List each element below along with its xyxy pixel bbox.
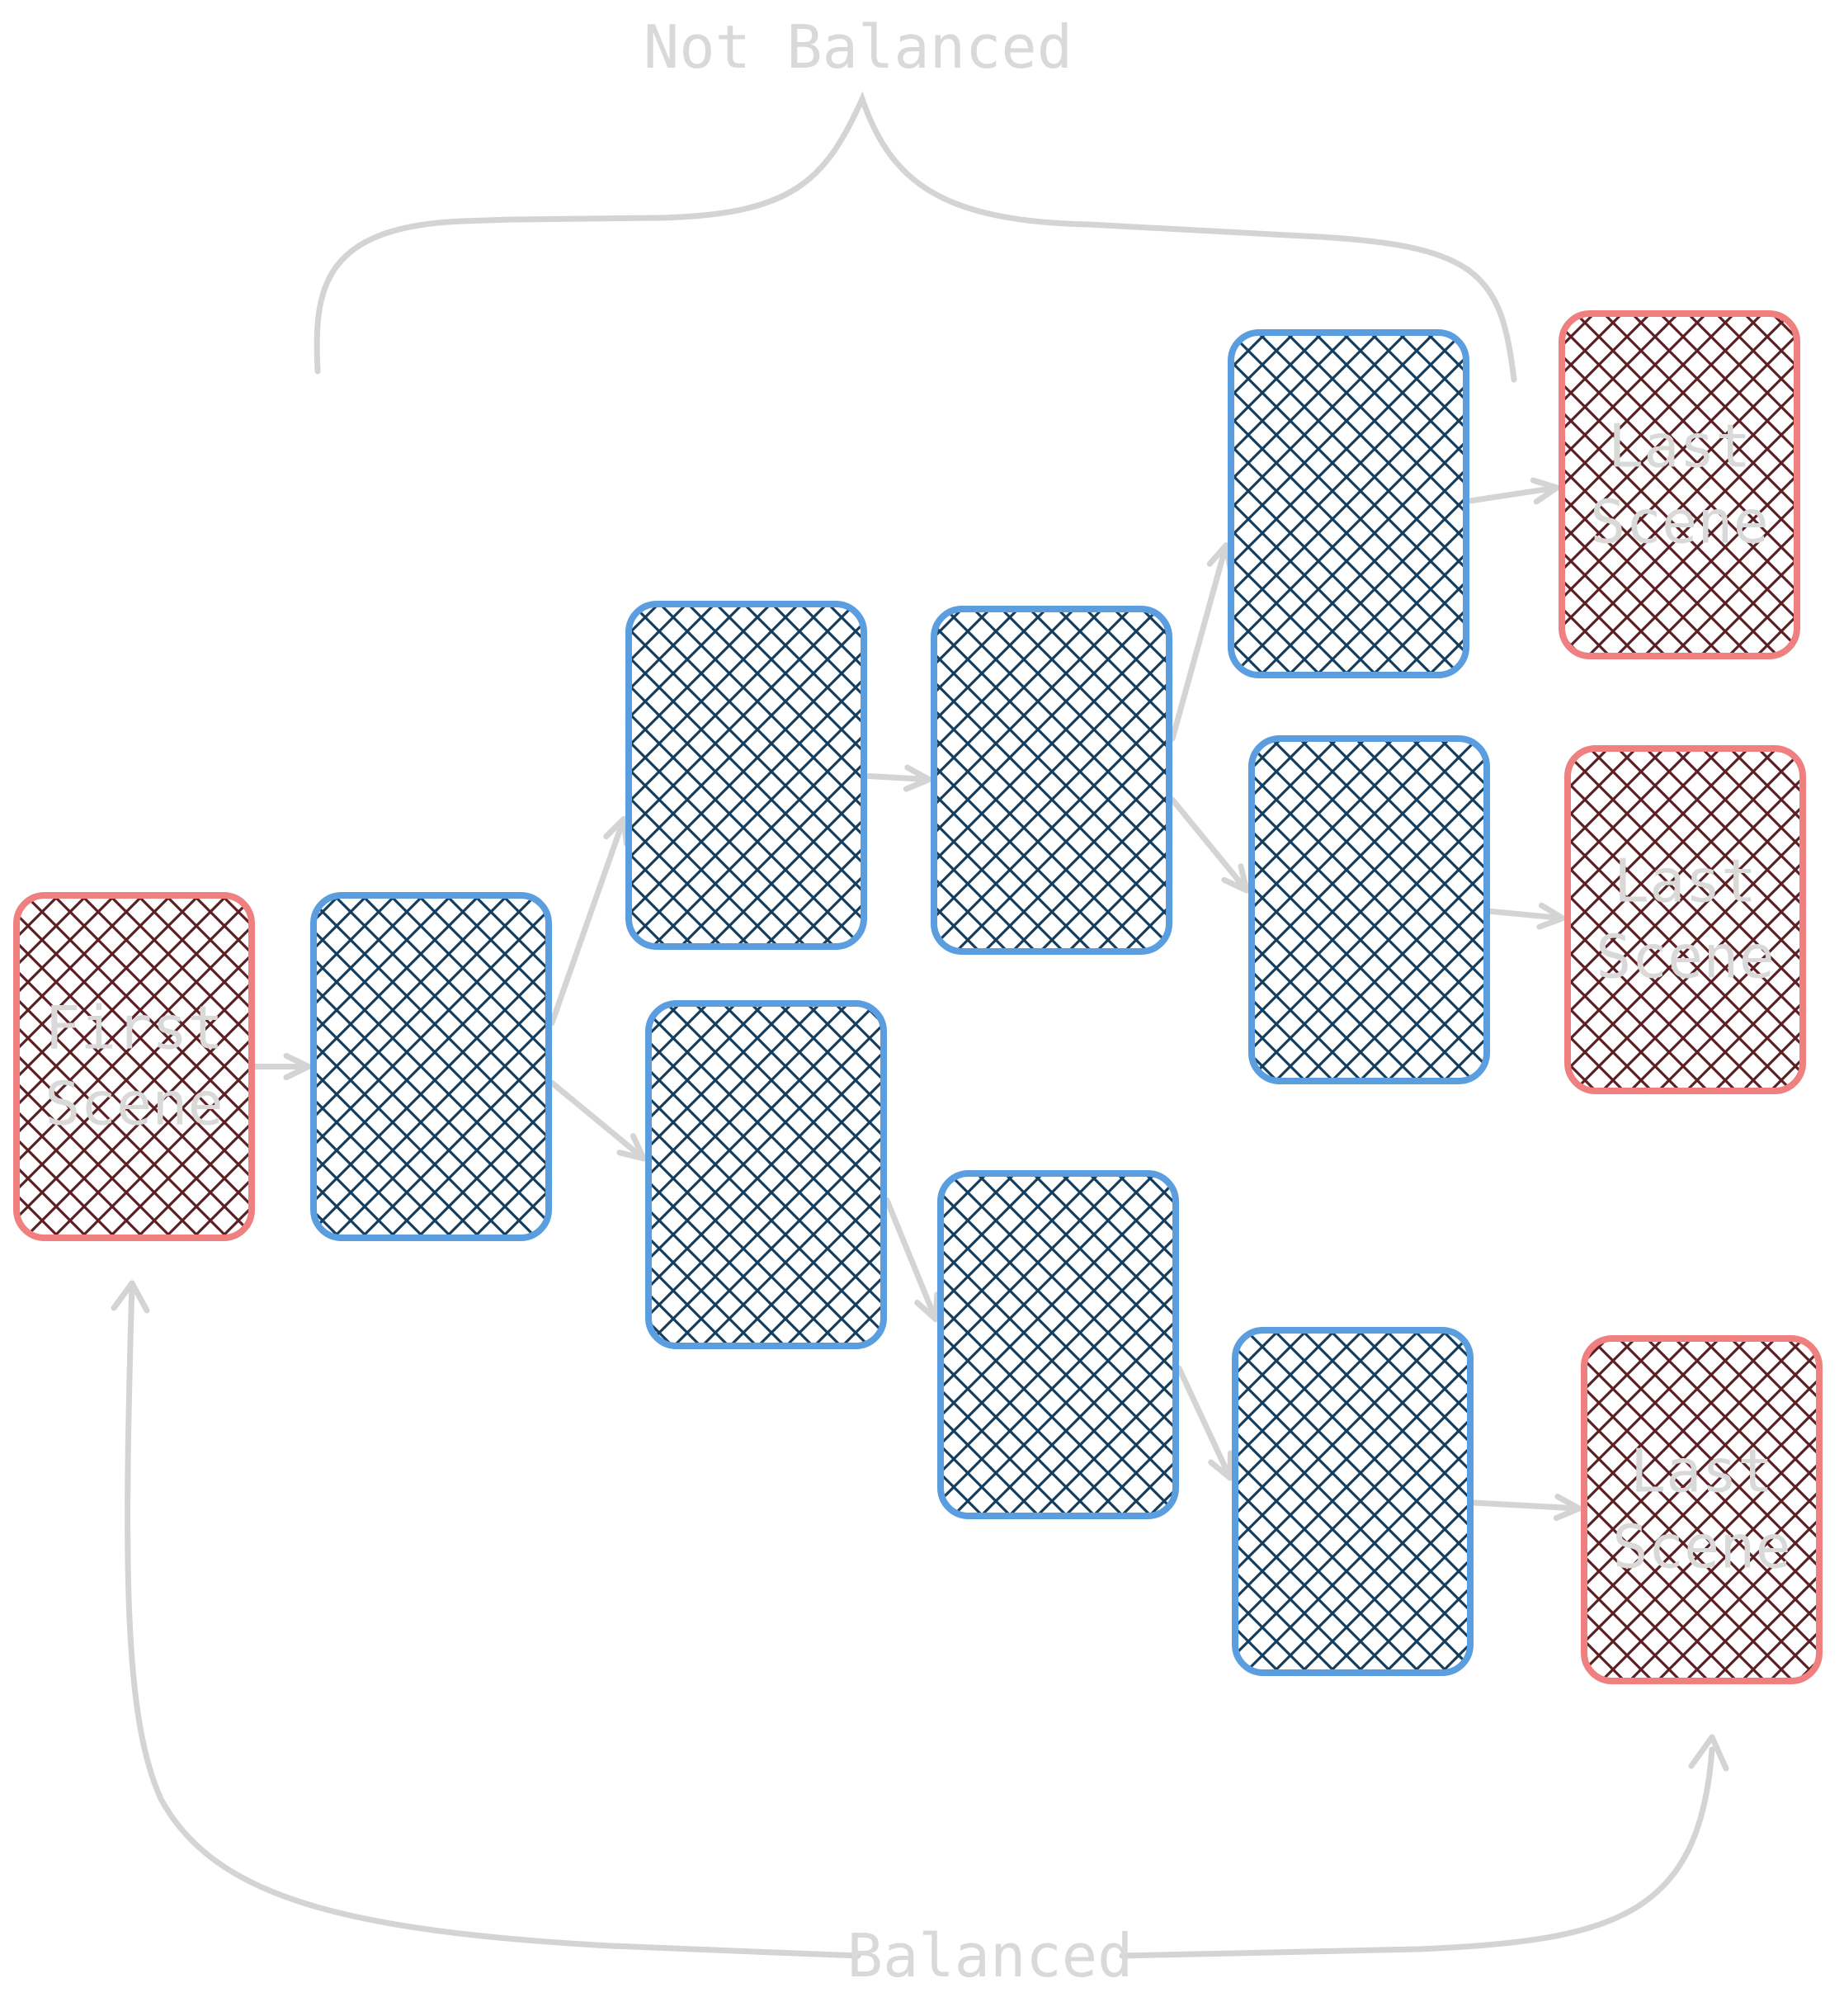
arrow-n4-to-n6 (1169, 796, 1250, 894)
arrow-n3-to-n7 (884, 1197, 941, 1323)
node-outline (931, 606, 1172, 955)
node-outline (645, 1000, 887, 1349)
node-outline (1559, 310, 1800, 659)
story-node-n4 (931, 606, 1172, 955)
node-label-line: Scene (45, 1069, 224, 1139)
node-hatch-fill (1231, 333, 1466, 675)
node-hatch-fill (314, 895, 549, 1238)
arrowhead (1553, 1494, 1582, 1522)
node-outline (937, 1170, 1179, 1519)
arrow-n2-to-n4 (864, 764, 932, 792)
node-hatch-fill (648, 1003, 884, 1346)
node-hatch-fill (1235, 1330, 1470, 1673)
node-hatch-fill (1568, 748, 1803, 1091)
arrowhead (283, 1052, 312, 1081)
arrow-n5-to-last-scene-1 (1466, 477, 1560, 505)
node-outline (625, 601, 867, 950)
arrow-n1-to-n2 (549, 815, 630, 1027)
story-node-n6 (1248, 735, 1490, 1084)
node-label-line: Scene (1590, 488, 1769, 557)
story-node-n5 (1228, 329, 1469, 678)
node-outline (1564, 745, 1806, 1094)
arrowhead (903, 764, 932, 792)
node-hatch-fill (934, 609, 1169, 951)
story-node-n2 (625, 601, 867, 950)
arrow-n4-to-n5 (1169, 542, 1233, 742)
balanced-bracket-left-arrowhead (111, 1280, 150, 1314)
connector-arrows (252, 477, 1582, 1522)
node-label-line: Last (1608, 412, 1751, 481)
arrow-first-scene-to-n1 (252, 1052, 312, 1081)
node-outline (1248, 735, 1490, 1084)
story-node-n1 (310, 892, 552, 1241)
node-hatch-fill (17, 895, 252, 1238)
node-outline (1581, 1335, 1823, 1684)
node-hatch-fill (1584, 1338, 1819, 1681)
node-outline (310, 892, 552, 1241)
node-label-line: First (45, 994, 224, 1063)
not-balanced-brace (314, 91, 1517, 383)
not-balanced-label: Not Balanced (644, 12, 1073, 82)
arrowhead (616, 1133, 647, 1162)
balanced-label: Balanced (847, 1921, 1134, 1990)
arrowhead (1221, 863, 1250, 894)
balanced-bracket-right-arrowhead (1688, 1734, 1729, 1772)
node-outline (1228, 329, 1469, 678)
arrow-n7-to-n8 (1176, 1365, 1233, 1481)
arrowhead (1208, 1450, 1233, 1481)
node-hatch-fill (941, 1173, 1176, 1516)
node-hatch-fill (629, 604, 864, 947)
node-hatch-fill (1252, 739, 1487, 1081)
story-node-n7 (937, 1170, 1179, 1519)
node-hatch-fill (1562, 314, 1797, 656)
story-node-n3 (645, 1000, 887, 1349)
node-label-line: Scene (1596, 923, 1775, 992)
node-label-line: Last (1614, 847, 1757, 916)
node-label-line: Last (1630, 1437, 1773, 1506)
arrowhead (914, 1291, 941, 1323)
balanced-bracket-left (125, 1280, 861, 1959)
story-node-n8 (1232, 1327, 1474, 1676)
arrowhead (1536, 902, 1566, 930)
node-label-line: Scene (1612, 1513, 1791, 1582)
arrow-n8-to-last-scene-3 (1470, 1494, 1582, 1522)
node-outline (13, 892, 255, 1241)
balanced-bracket-right (1119, 1746, 1715, 1959)
arrow-n6-to-last-scene-2 (1487, 902, 1566, 930)
node-outline (1232, 1327, 1474, 1676)
arrowhead (1530, 477, 1560, 505)
arrow-n1-to-n3 (549, 1079, 647, 1162)
